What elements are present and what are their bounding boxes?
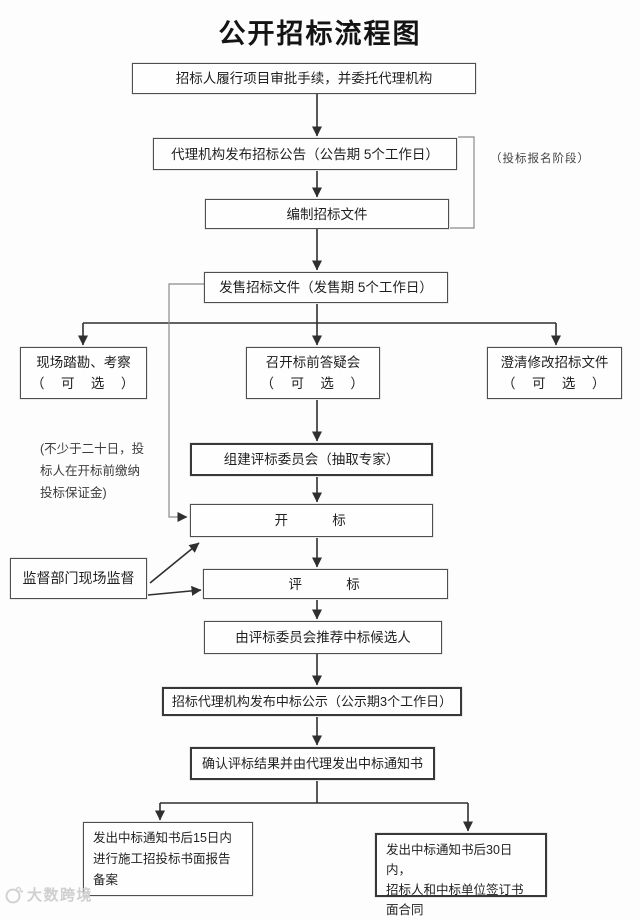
node-bid-evaluation: 评 标 [203, 569, 448, 599]
page-title: 公开招标流程图 [218, 19, 422, 49]
node-winner-announcement: 招标代理机构发布中标公示（公示期3个工作日） [162, 687, 462, 716]
node-sell-documents: 发售招标文件（发售期 5个工作日） [204, 272, 448, 303]
phase-note: （投标报名阶段） [490, 153, 590, 165]
connector-step4-opening [168, 283, 204, 522]
node-qa-meeting-line2: （ 可 选 ） [260, 376, 366, 391]
node-prepare-documents-label: 编制招标文件 [286, 206, 368, 222]
watermark: 大数跨境 [4, 884, 93, 905]
node-approval-label: 招标人履行项目审批手续，并委托代理机构 [175, 71, 433, 86]
deposit-note-line1: (不少于二十日，投 [40, 442, 145, 456]
node-confirm-results: 确认评标结果并由代理发出中标通知书 [190, 747, 435, 780]
node-sign-contract-line3: 面合同 [386, 903, 424, 917]
node-bid-evaluation-label: 评 标 [288, 576, 363, 592]
bracket-step2-step3 [450, 136, 475, 229]
arrow-supervision-opening [149, 542, 200, 584]
node-site-survey-line2: （ 可 选 ） [31, 376, 136, 391]
node-clarify-documents-line2: （ 可 选 ） [502, 376, 607, 391]
deposit-note: (不少于二十日，投 标人在开标前缴纳 投标保证金) [40, 438, 144, 504]
node-site-survey: 现场踏勘、考察 （ 可 选 ） [20, 347, 147, 399]
node-confirm-results-label: 确认评标结果并由代理发出中标通知书 [201, 756, 423, 771]
node-announcement-publish-label: 代理机构发布招标公告（公告期 5个工作日） [171, 146, 439, 162]
node-approval: 招标人履行项目审批手续，并委托代理机构 [132, 63, 476, 94]
node-bid-opening: 开 标 [190, 504, 433, 537]
node-announcement-publish: 代理机构发布招标公告（公告期 5个工作日） [153, 138, 457, 170]
node-qa-meeting: 召开标前答疑会 （ 可 选 ） [246, 347, 380, 399]
watermark-brand: 大数跨境 [27, 887, 94, 904]
node-site-survey-line1: 现场踏勘、考察 [36, 355, 131, 370]
node-sign-contract: 发出中标通知书后30日内， 招标人和中标单位签订书 面合同 [375, 833, 547, 917]
node-recommend-candidates-label: 由评标委员会推荐中标候选人 [235, 630, 411, 645]
node-sign-contract-line1: 发出中标通知书后30日内， [386, 843, 513, 877]
node-evaluation-committee-label: 组建评标委员会（抽取专家） [223, 452, 400, 467]
node-supervision: 监督部门现场监督 [10, 558, 147, 599]
node-written-report: 发出中标通知书后15日内 进行施工招投标书面报告 备案 [83, 822, 253, 896]
node-winner-announcement-label: 招标代理机构发布中标公示（公示期3个工作日） [171, 694, 453, 709]
node-clarify-documents: 澄清修改招标文件 （ 可 选 ） [487, 347, 622, 399]
node-recommend-candidates: 由评标委员会推荐中标候选人 [204, 621, 442, 654]
arrow-supervision-evaluation [147, 585, 202, 596]
node-sell-documents-label: 发售招标文件（发售期 5个工作日） [219, 280, 433, 295]
deposit-note-line3: 投标保证金) [40, 486, 107, 500]
node-evaluation-committee: 组建评标委员会（抽取专家） [190, 443, 433, 476]
node-sign-contract-line2: 招标人和中标单位签订书 [386, 883, 524, 897]
node-written-report-line3: 备案 [93, 873, 119, 887]
node-bid-opening-label: 开 标 [274, 513, 349, 528]
node-written-report-line1: 发出中标通知书后15日内 [93, 831, 232, 845]
node-qa-meeting-line1: 召开标前答疑会 [265, 355, 361, 370]
node-supervision-label: 监督部门现场监督 [22, 570, 135, 586]
node-clarify-documents-line1: 澄清修改招标文件 [500, 355, 609, 370]
node-written-report-line2: 进行施工招投标书面报告 [93, 852, 231, 866]
watermark-logo-icon [5, 886, 24, 903]
node-prepare-documents: 编制招标文件 [205, 199, 449, 229]
deposit-note-line2: 标人在开标前缴纳 [40, 464, 141, 478]
